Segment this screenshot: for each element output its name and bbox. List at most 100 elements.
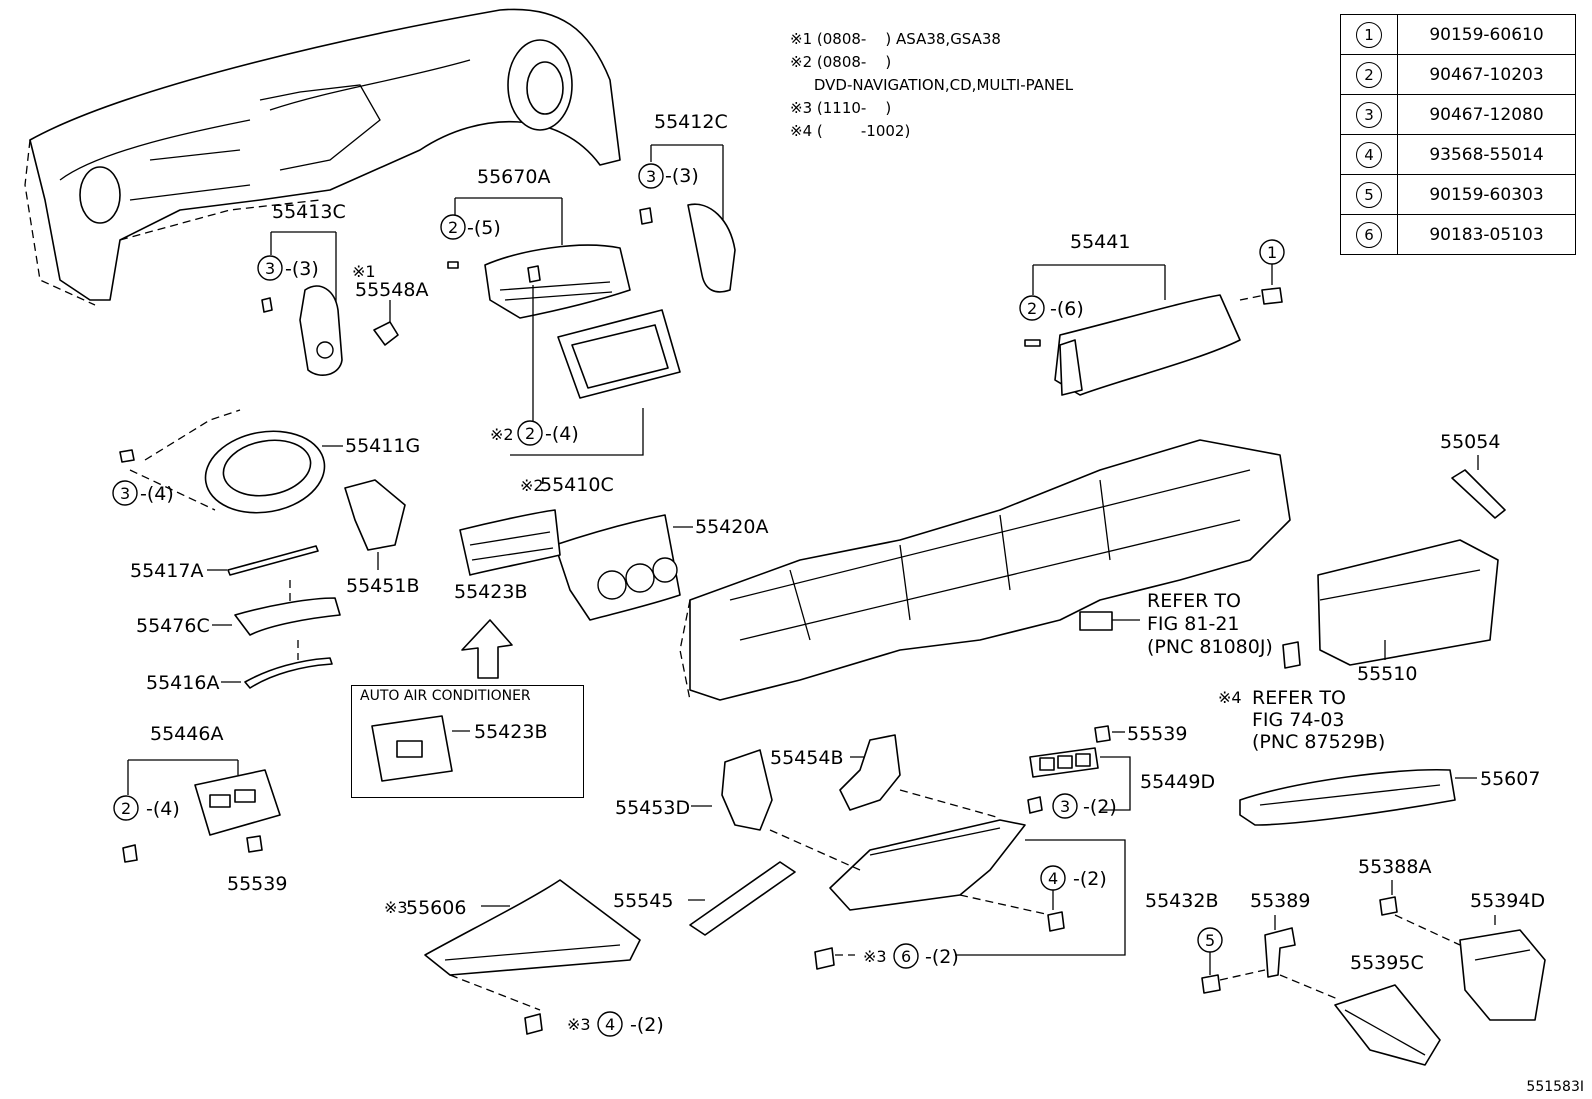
svg-text:4: 4	[605, 1015, 615, 1034]
legend-part: 90467-12080	[1397, 94, 1576, 135]
svg-text:-(4): -(4)	[146, 798, 180, 820]
svg-text:4: 4	[1048, 869, 1058, 888]
label-55451B: 55451B	[346, 575, 419, 597]
label-55607: 55607	[1480, 768, 1540, 790]
svg-text:-(6): -(6)	[1050, 298, 1084, 320]
auto-air-conditioner-inset: AUTO AIR CONDITIONER 55423B	[351, 685, 584, 798]
part-55545: 55545	[613, 861, 796, 936]
fastener-legend-table: 1 90159-60610 2 90467-10203 3 90467-1208…	[1340, 14, 1576, 255]
legend-num: 3	[1356, 101, 1382, 128]
svg-text:(PNC 87529B): (PNC 87529B)	[1252, 731, 1385, 753]
part-55413C: 55413C 3 -(3)	[257, 201, 346, 376]
svg-text:3: 3	[646, 167, 656, 186]
legend-num: 4	[1356, 141, 1382, 168]
label-55454B: 55454B	[770, 747, 843, 769]
legend-num: 1	[1356, 21, 1382, 48]
label-55453D: 55453D	[615, 797, 690, 819]
part-55453D: 55453D	[615, 749, 773, 831]
label-55548A: 55548A	[355, 279, 428, 301]
label-55510: 55510	[1357, 663, 1417, 685]
note-1: ※1 (0808- ) ASA38,GSA38	[790, 30, 1001, 48]
label-55389: 55389	[1250, 890, 1310, 912]
part-55417A: 55417A	[130, 545, 319, 582]
part-55670A: 55670A 2 -(5)	[440, 166, 631, 319]
svg-text:-(2): -(2)	[925, 946, 959, 968]
svg-text:(PNC 81080J): (PNC 81080J)	[1147, 636, 1273, 658]
part-55607: 55607	[1239, 768, 1540, 826]
label-55432B: 55432B	[1145, 890, 1218, 912]
label-55054: 55054	[1440, 431, 1500, 453]
note-2-detail: DVD-NAVIGATION,CD,MULTI-PANEL	[790, 76, 1074, 94]
svg-text:-(2): -(2)	[630, 1014, 664, 1036]
upper-instrument-panel	[24, 8, 621, 306]
svg-text:-(3): -(3)	[285, 258, 319, 280]
svg-text:-(2): -(2)	[1073, 868, 1107, 890]
document-number: 551583I	[1526, 1079, 1584, 1095]
legend-part: 93568-55014	[1397, 134, 1576, 175]
part-55410C: ※2 2 -(4) ※2 55410C	[490, 265, 681, 496]
svg-text:REFER TO: REFER TO	[1147, 590, 1241, 612]
part-55388A: 55388A	[1358, 856, 1461, 946]
svg-text:-(4): -(4)	[545, 423, 579, 445]
part-55446A: 55446A 2 -(4) 55539	[113, 723, 287, 895]
label-55416A: 55416A	[146, 672, 219, 694]
svg-text:2: 2	[525, 424, 535, 443]
inset-part-label: 55423B	[474, 721, 547, 743]
svg-text:※3: ※3	[863, 947, 887, 966]
label-55539b: 55539	[227, 873, 287, 895]
label-55606: 55606	[406, 897, 466, 919]
label-55394D: 55394D	[1470, 890, 1545, 912]
label-55441: 55441	[1070, 231, 1130, 253]
label-55449D: 55449D	[1140, 771, 1215, 793]
refer-note-74-03: ※4 REFER TO FIG 74-03 (PNC 87529B)	[1218, 687, 1385, 753]
note-2: ※2 (0808- )	[790, 53, 892, 71]
svg-text:※4: ※4	[1218, 688, 1242, 707]
svg-text:3: 3	[1060, 797, 1070, 816]
part-55441: 55441 2 -(6) 1	[1019, 231, 1285, 396]
label-55411G: 55411G	[345, 435, 420, 457]
svg-text:6: 6	[901, 947, 911, 966]
legend-row: 4 93568-55014	[1340, 134, 1576, 175]
label-55417A: 55417A	[130, 560, 203, 582]
part-55411G: 55411G 3 -(4)	[112, 409, 420, 514]
part-55054: 55054	[1440, 431, 1506, 519]
legend-num: 5	[1356, 181, 1382, 208]
legend-row: 5 90159-60303	[1340, 174, 1576, 215]
svg-text:-(3): -(3)	[665, 165, 699, 187]
svg-text:2: 2	[121, 799, 131, 818]
refer-note-81-21: REFER TO FIG 81-21 (PNC 81080J)	[1147, 590, 1273, 658]
part-55420A: 55420A	[554, 514, 768, 621]
label-55420A: 55420A	[695, 516, 768, 538]
legend-row: 6 90183-05103	[1340, 214, 1576, 255]
inset-title: AUTO AIR CONDITIONER	[360, 688, 531, 704]
label-55476C: 55476C	[136, 615, 210, 637]
note-4: ※4 ( -1002)	[790, 122, 911, 140]
label-55410C: 55410C	[540, 474, 614, 496]
legend-part: 90159-60610	[1397, 14, 1576, 55]
svg-text:2: 2	[1027, 299, 1037, 318]
part-55394D: 55394D	[1459, 890, 1546, 1021]
svg-text:1: 1	[1267, 243, 1277, 262]
legend-row: 3 90467-12080	[1340, 94, 1576, 135]
part-55451B: 55451B	[344, 479, 419, 597]
legend-part: 90467-10203	[1397, 54, 1576, 95]
label-55545: 55545	[613, 890, 673, 912]
part-55389: 55389 5	[1197, 890, 1341, 1001]
part-55606: ※3 55606 ※3 4 -(2)	[384, 879, 664, 1037]
svg-text:2: 2	[448, 218, 458, 237]
label-55539a: 55539	[1127, 723, 1187, 745]
svg-text:3: 3	[265, 259, 275, 278]
label-55413C: 55413C	[272, 201, 346, 223]
legend-num: 2	[1356, 61, 1382, 88]
note-3: ※3 (1110- )	[790, 99, 892, 117]
legend-row: 1 90159-60610	[1340, 14, 1576, 55]
svg-text:※2: ※2	[490, 425, 514, 444]
part-55510: 55510	[1282, 539, 1499, 685]
part-55432B: 55432B 4 -(2) ※3 6 -(2)	[769, 789, 1218, 970]
part-55412C: 55412C 3 -(3)	[638, 111, 736, 293]
svg-text:※3: ※3	[384, 898, 408, 917]
svg-text:※3: ※3	[567, 1015, 591, 1034]
label-55423B: 55423B	[454, 581, 527, 603]
part-55423B: 55423B	[454, 509, 561, 679]
